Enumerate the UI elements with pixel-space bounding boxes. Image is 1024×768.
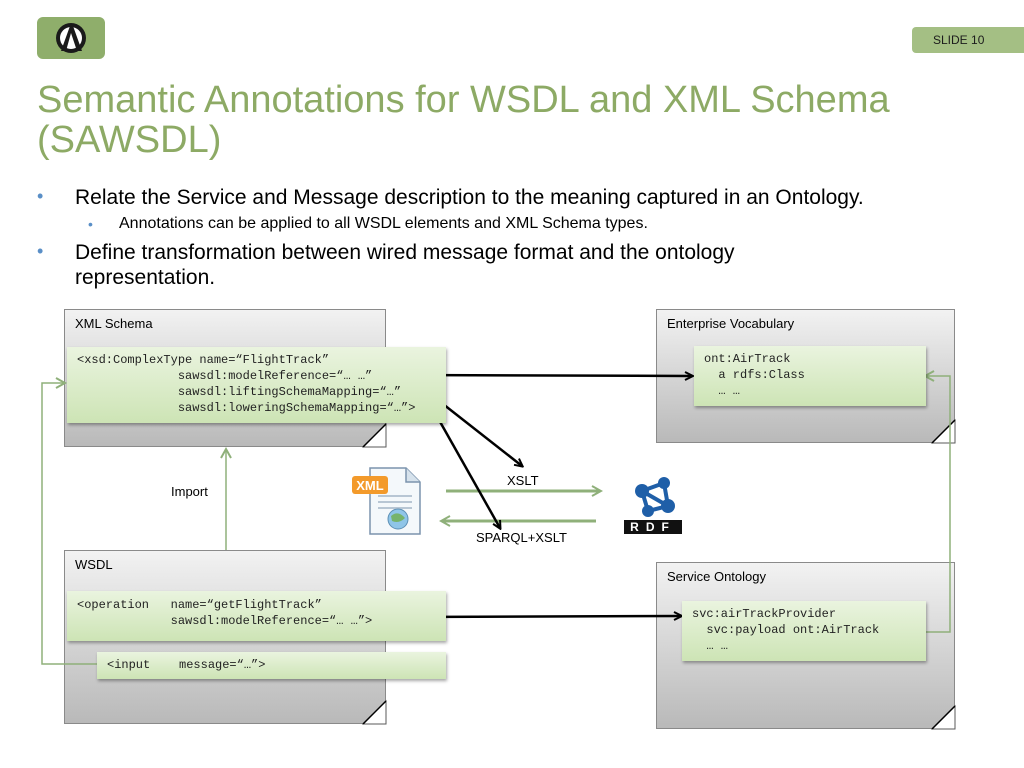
bullet-dot: • (37, 186, 44, 206)
wsdl-operation-code: <operation name=“getFlightTrack” sawsdl:… (67, 591, 446, 641)
rdf-logo-icon: RDF (624, 474, 682, 534)
sub-bullet-1: Annotations can be applied to all WSDL e… (119, 215, 648, 232)
title-line-2: (SAWSDL) (37, 119, 222, 161)
enterprise-vocabulary-label: Enterprise Vocabulary (667, 316, 795, 331)
xml-schema-code: <xsd:ComplexType name=“FlightTrack” saws… (67, 347, 446, 423)
logo-icon (56, 23, 86, 53)
sparql-xslt-label: SPARQL+XSLT (476, 530, 567, 545)
wsdl-label: WSDL (75, 557, 113, 572)
fold-corner (931, 705, 956, 730)
slide-number-badge: SLIDE 10 (912, 27, 1024, 53)
model-reference-arrow (399, 375, 692, 376)
enterprise-vocabulary-code: ont:AirTrack a rdfs:Class … … (694, 346, 926, 406)
operation-model-reference-arrow (407, 616, 681, 617)
bullet-1: Relate the Service and Message descripti… (75, 186, 864, 209)
input-loop-arrow (41, 383, 98, 665)
xml-schema-label: XML Schema (75, 316, 153, 331)
service-ontology-label: Service Ontology (667, 569, 766, 584)
lowering-mapping-arrow (428, 403, 500, 528)
sub-bullet-dot: • (88, 216, 93, 232)
fold-corner (931, 419, 956, 444)
rdf-icon-text: RDF (630, 520, 676, 534)
title-line-1: Semantic Annotations for WSDL and XML Sc… (37, 79, 890, 121)
xml-file-icon: XML (352, 466, 422, 536)
xml-icon-text: XML (356, 478, 384, 493)
service-ontology-code: svc:airTrackProvider svc:payload ont:Air… (682, 601, 926, 661)
logo (37, 17, 105, 59)
slide-title: Semantic Annotations for WSDL and XML Sc… (37, 80, 997, 160)
xslt-label: XSLT (507, 473, 539, 488)
bullet-2: Define transformation between wired mess… (75, 241, 735, 289)
fold-corner (362, 700, 387, 725)
fold-corner (362, 423, 387, 448)
import-label: Import (171, 484, 208, 499)
wsdl-input-code: <input message=“…”> (97, 652, 446, 679)
bullet-dot: • (37, 241, 44, 261)
ontology-loop-arrow (926, 376, 951, 633)
